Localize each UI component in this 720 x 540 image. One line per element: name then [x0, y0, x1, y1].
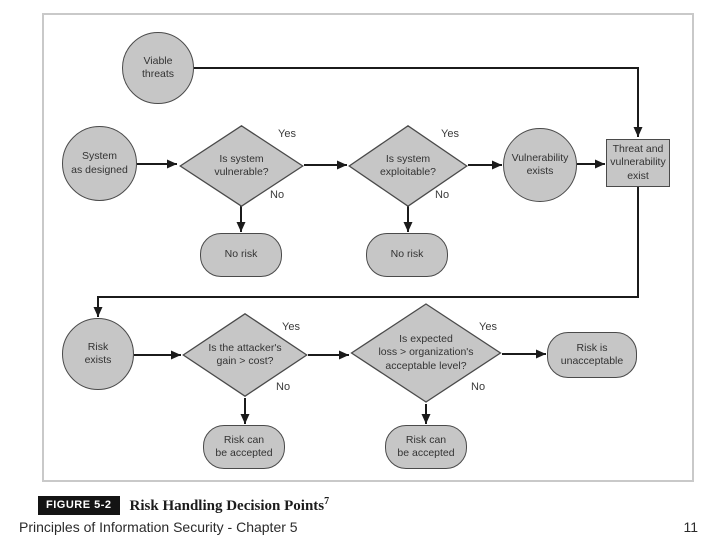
node-label: Is system exploitable?	[379, 152, 437, 178]
edge-label-no-loss: No	[471, 381, 486, 393]
node-label: No risk	[224, 248, 258, 261]
node-risk-exists: Risk exists	[62, 318, 134, 390]
page-number: 11	[683, 519, 698, 535]
diamond-shape	[179, 125, 304, 207]
node-expected-loss: Is expected loss > organization's accept…	[350, 303, 502, 403]
node-vulnerability-exists: Vulnerability exists	[503, 128, 577, 202]
figure-caption: FIGURE 5-2 Risk Handling Decision Points…	[38, 496, 329, 515]
edge-label-no-exploitable: No	[435, 189, 450, 201]
node-label: Risk can be accepted	[397, 433, 455, 459]
edge-label-no-gain: No	[276, 381, 291, 393]
node-label: Risk exists	[84, 340, 112, 366]
node-is-system-vulnerable: Is system vulnerable?	[179, 125, 304, 207]
node-label: Viable threats	[141, 54, 175, 80]
node-no-risk-1: No risk	[200, 233, 282, 277]
node-label: Is the attacker's gain > cost?	[208, 341, 282, 367]
diamond-shape	[182, 313, 308, 397]
edge-label-yes-loss: Yes	[479, 321, 497, 333]
figure-title: Risk Handling Decision Points7	[130, 496, 330, 515]
node-is-system-exploitable: Is system exploitable?	[348, 125, 468, 207]
node-label: Risk is unacceptable	[560, 341, 624, 367]
node-label: Vulnerability exists	[511, 151, 569, 177]
diamond-shape	[348, 125, 468, 207]
edge-label-yes-gain: Yes	[282, 321, 300, 333]
edge-label-yes-exploitable: Yes	[441, 128, 459, 140]
node-no-risk-2: No risk	[366, 233, 448, 277]
figure-title-footnote: 7	[324, 496, 330, 507]
node-threat-and-vulnerability-exist: Threat and vulnerability exist	[606, 139, 670, 187]
node-viable-threats: Viable threats	[122, 32, 194, 104]
node-system-as-designed: System as designed	[62, 126, 137, 201]
node-risk-can-be-accepted-1: Risk can be accepted	[203, 425, 285, 469]
node-label: No risk	[390, 248, 424, 261]
edge-label-no-vulnerable: No	[270, 189, 285, 201]
node-attackers-gain: Is the attacker's gain > cost?	[182, 313, 308, 397]
diamond-shape	[350, 303, 502, 403]
figure-title-text: Risk Handling Decision Points	[129, 498, 325, 514]
node-label: Is system vulnerable?	[214, 152, 269, 178]
node-label: Is expected loss > organization's accept…	[378, 333, 474, 372]
node-label: Risk can be accepted	[215, 433, 273, 459]
node-label: System as designed	[71, 150, 128, 176]
figure-tag: FIGURE 5-2	[38, 496, 120, 515]
edge-label-yes-vulnerable: Yes	[278, 128, 296, 140]
node-risk-can-be-accepted-2: Risk can be accepted	[385, 425, 467, 469]
footer-course-title: Principles of Information Security - Cha…	[19, 519, 298, 535]
node-label: Threat and vulnerability exist	[610, 143, 666, 182]
node-risk-is-unacceptable: Risk is unacceptable	[547, 332, 637, 378]
